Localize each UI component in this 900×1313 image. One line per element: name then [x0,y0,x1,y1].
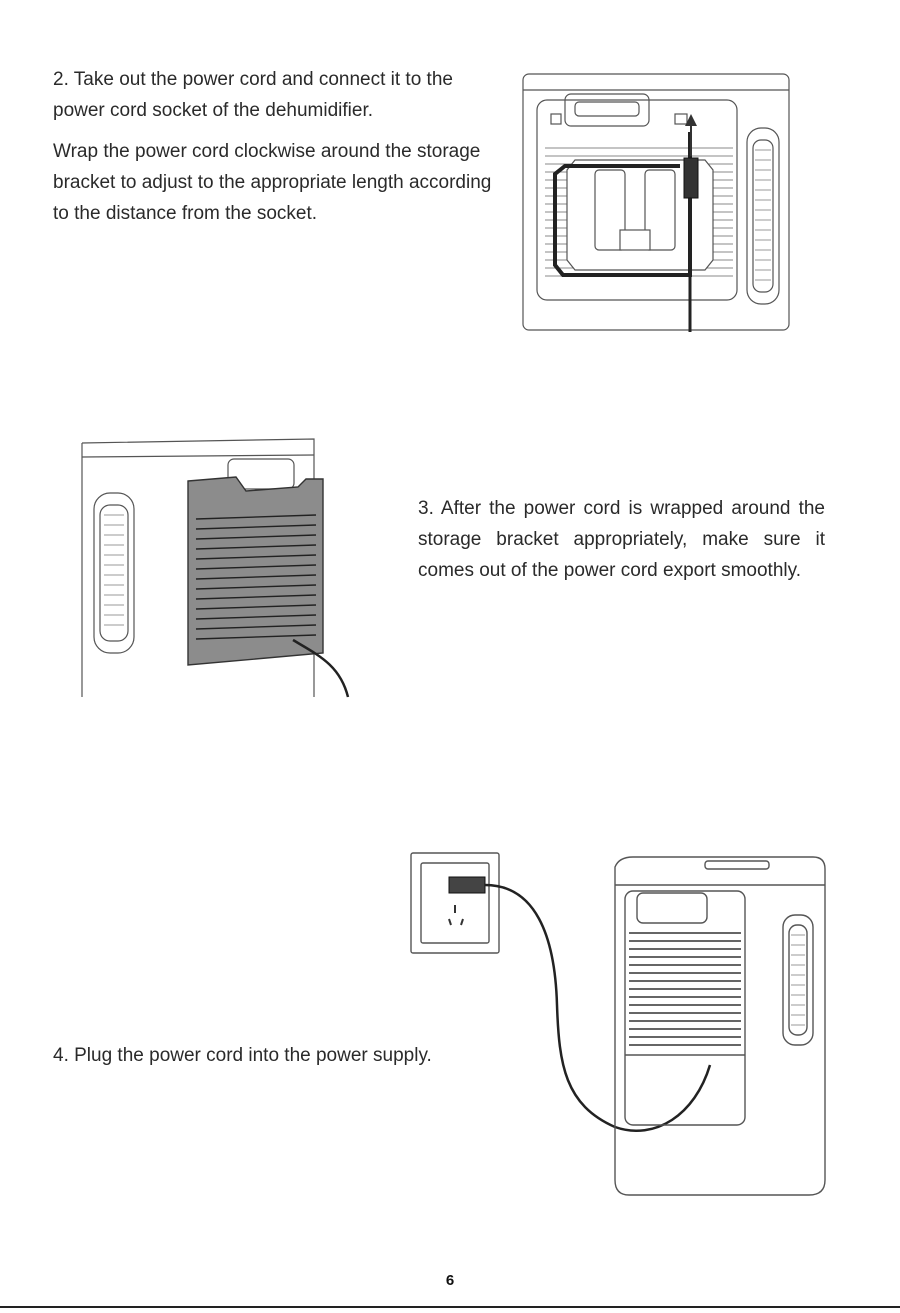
plug-into-socket-illustration [405,845,835,1210]
dehumidifier-unit [615,857,825,1195]
side-vent [747,128,779,304]
step-3-instructions: 3. After the power cord is wrapped aroun… [418,493,825,586]
bottom-rule [0,1306,900,1308]
step-2-connect-text: 2. Take out the power cord and connect i… [53,64,503,126]
step-4-instructions: 4. Plug the power cord into the power su… [53,1040,513,1071]
power-cord [485,885,710,1131]
handle [637,893,707,923]
handle [565,94,649,126]
front-louvers [629,933,741,1045]
step-2-wrap-text: Wrap the power cord clockwise around the… [53,136,503,229]
wall-socket [411,853,499,953]
page-number: 6 [0,1272,900,1289]
step-3-text: 3. After the power cord is wrapped aroun… [418,493,825,586]
cord-wrapped-bracket-illustration [515,70,825,335]
step-2-instructions: 2. Take out the power cord and connect i… [53,64,503,229]
plug-head [449,877,485,893]
step-4-text: 4. Plug the power cord into the power su… [53,1040,513,1071]
cord-plug [684,158,698,198]
cover-closed-cord-exit-illustration [78,435,368,705]
